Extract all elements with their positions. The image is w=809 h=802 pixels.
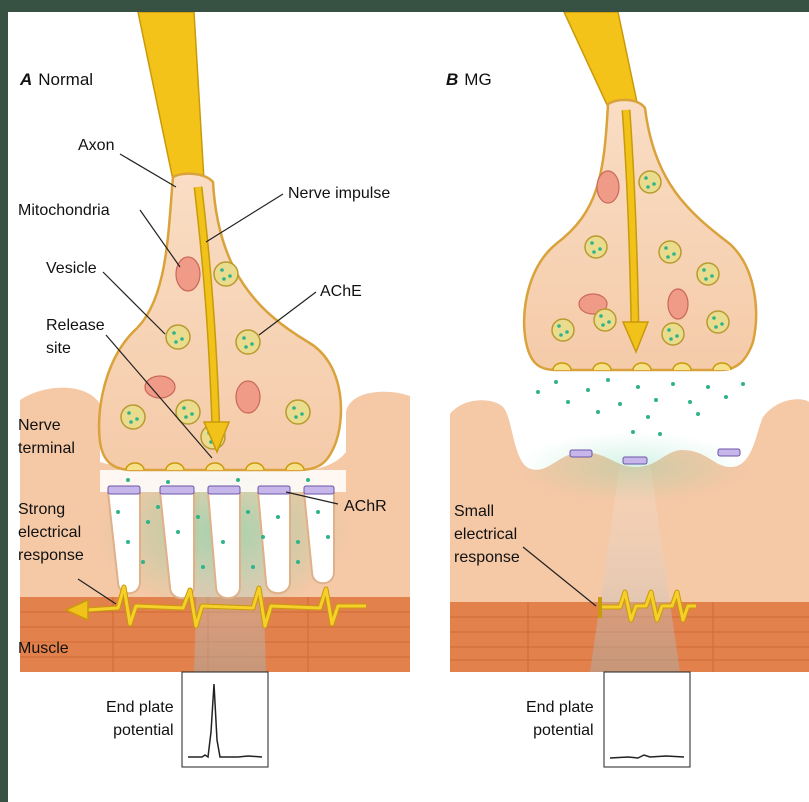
label-nerve-impulse: Nerve impulse <box>288 182 390 205</box>
end-plate-box-b <box>604 672 690 767</box>
label-ache: AChE <box>320 280 362 303</box>
panel-a <box>20 12 410 767</box>
label-mitochondria: Mitochondria <box>18 199 110 222</box>
ach-glow-b <box>518 432 748 502</box>
label-muscle: Muscle <box>18 637 69 660</box>
panel-a-title-text: Normal <box>38 70 93 89</box>
label-vesicle: Vesicle <box>46 257 97 280</box>
axon-a <box>138 12 204 180</box>
figure: A Normal B MG Axon Mitochondria Vesicle Re… <box>8 12 809 802</box>
end-plate-box-a <box>182 672 268 767</box>
panel-b <box>450 12 809 767</box>
label-small-response: Small electrical response <box>454 500 520 569</box>
axon-b <box>564 12 638 107</box>
label-axon: Axon <box>78 134 114 157</box>
label-end-plate-a: End plate potential <box>106 696 174 742</box>
panel-a-letter: A <box>20 70 32 89</box>
label-nerve-terminal: Nerve terminal <box>18 414 75 460</box>
panel-a-title: A Normal <box>20 68 93 91</box>
panel-b-letter: B <box>446 70 458 89</box>
panel-b-title-text: MG <box>464 70 491 89</box>
label-end-plate-b: End plate potential <box>526 696 594 742</box>
ach-dots-b <box>536 378 745 436</box>
label-strong-response: Strong electrical response <box>18 498 84 567</box>
nmj-diagram <box>8 12 809 802</box>
label-achr: AChR <box>344 495 387 518</box>
panel-b-title: B MG <box>446 68 492 91</box>
label-release-site: Release site <box>46 314 105 360</box>
